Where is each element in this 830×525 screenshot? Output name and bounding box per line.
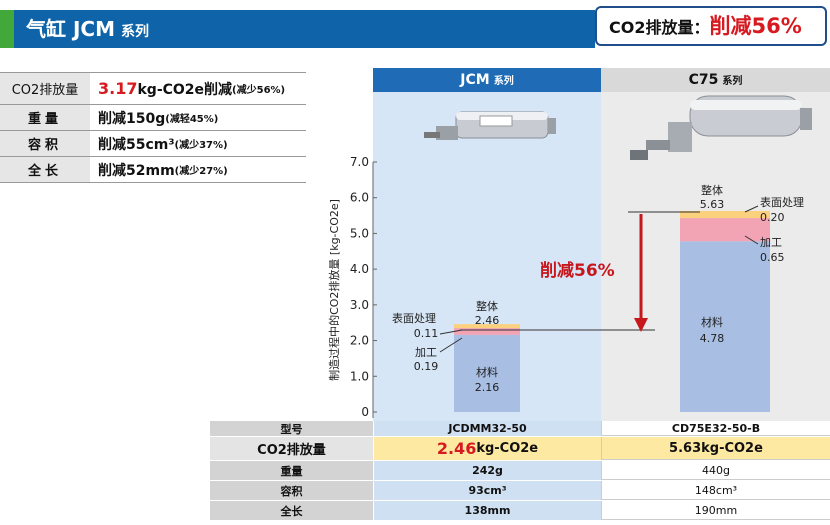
- summary-row-volume: 容积 削减55cm³(减少37%): [0, 131, 306, 157]
- summary-key: CO2排放量: [0, 73, 90, 104]
- series-label: 加工: [760, 236, 782, 249]
- total-label: 整体: [701, 183, 723, 197]
- title-accent: [0, 10, 14, 48]
- y-tick-label: 1.0: [350, 369, 369, 383]
- data-label: 0.11: [414, 327, 439, 340]
- table-row: 容积 93cm³ 148cm³: [210, 481, 830, 501]
- table-cell: 全长: [210, 501, 373, 520]
- bar-segment-加工: [680, 218, 770, 242]
- bar-segment-材料: [680, 241, 770, 412]
- series-label: 加工: [415, 346, 437, 359]
- bar-segment-表面处理: [680, 210, 770, 219]
- data-label: 0.20: [760, 211, 785, 224]
- y-tick-label: 7.0: [350, 155, 369, 169]
- table-header-row: 型号 JCDMM32-50 CD75E32-50-B: [210, 421, 830, 437]
- table-row: 全长 138mm 190mm: [210, 501, 830, 521]
- reduction-label: 削减56%: [540, 260, 615, 281]
- bar-segment-加工: [454, 328, 520, 335]
- summary-value: 削减55cm³(减少37%): [98, 136, 228, 153]
- c75-cylinder-image: [630, 95, 812, 160]
- series-label: 材料: [701, 315, 723, 329]
- series-label: 材料: [476, 365, 498, 379]
- table-cell: 148cm³: [601, 481, 830, 500]
- summary-value: 削减52mm(减少27%): [98, 162, 228, 179]
- bar-segment-材料: [454, 334, 520, 412]
- table-cell: 93cm³: [373, 481, 601, 500]
- table-cell: JCDMM32-50: [373, 421, 601, 436]
- summary-key: 全长: [0, 157, 90, 182]
- bar-segment-表面处理: [454, 324, 520, 329]
- table-cell: 重量: [210, 461, 373, 480]
- leader-line: [439, 329, 463, 335]
- table-row: 重量 242g 440g: [210, 461, 830, 481]
- title-bar: [0, 10, 595, 48]
- leader-line: [439, 337, 463, 353]
- series-label: 表面处理: [392, 311, 436, 325]
- table-cell: CO2排放量: [210, 437, 373, 460]
- data-label: 2.16: [475, 381, 500, 394]
- reduction-arrow-head: [634, 318, 648, 332]
- jcm-cylinder-image: [424, 111, 556, 140]
- table-cell: 190mm: [601, 501, 830, 520]
- leader-line: [744, 205, 759, 213]
- y-tick-label: 0: [361, 405, 369, 419]
- summary-value: 削减150g(减轻45%): [98, 110, 219, 127]
- table-cell: 5.63kg-CO2e: [601, 437, 830, 460]
- y-tick-label: 6.0: [350, 191, 369, 205]
- table-cell: 容积: [210, 481, 373, 500]
- y-axis-label: 制造过程中的CO2排放量 [kg-CO2e]: [327, 199, 341, 381]
- leader-line: [744, 235, 759, 245]
- y-tick-label: 5.0: [350, 226, 369, 240]
- y-tick-label: 3.0: [350, 298, 369, 312]
- table-cell: 型号: [210, 421, 373, 436]
- summary-key: 容积: [0, 131, 90, 156]
- series-label: 表面处理: [760, 195, 804, 209]
- table-cell: 242g: [373, 461, 601, 480]
- reduction-badge: CO2排放量：削减56%: [595, 6, 827, 46]
- summary-key: 重量: [0, 105, 90, 130]
- total-label: 整体: [476, 299, 498, 313]
- total-value: 5.63: [700, 198, 725, 211]
- summary-row-length: 全长 削减52mm(减少27%): [0, 157, 306, 183]
- table-cell: 440g: [601, 461, 830, 480]
- table-cell: CD75E32-50-B: [601, 421, 830, 436]
- y-tick-label: 2.0: [350, 334, 369, 348]
- table-cell: 138mm: [373, 501, 601, 520]
- data-label: 0.65: [760, 251, 785, 264]
- summary-row-weight: 重量 削减150g(减轻45%): [0, 105, 306, 131]
- data-label: 4.78: [700, 332, 725, 345]
- y-tick-label: 4.0: [350, 262, 369, 276]
- total-value: 2.46: [475, 314, 500, 327]
- data-label: 0.19: [414, 360, 439, 373]
